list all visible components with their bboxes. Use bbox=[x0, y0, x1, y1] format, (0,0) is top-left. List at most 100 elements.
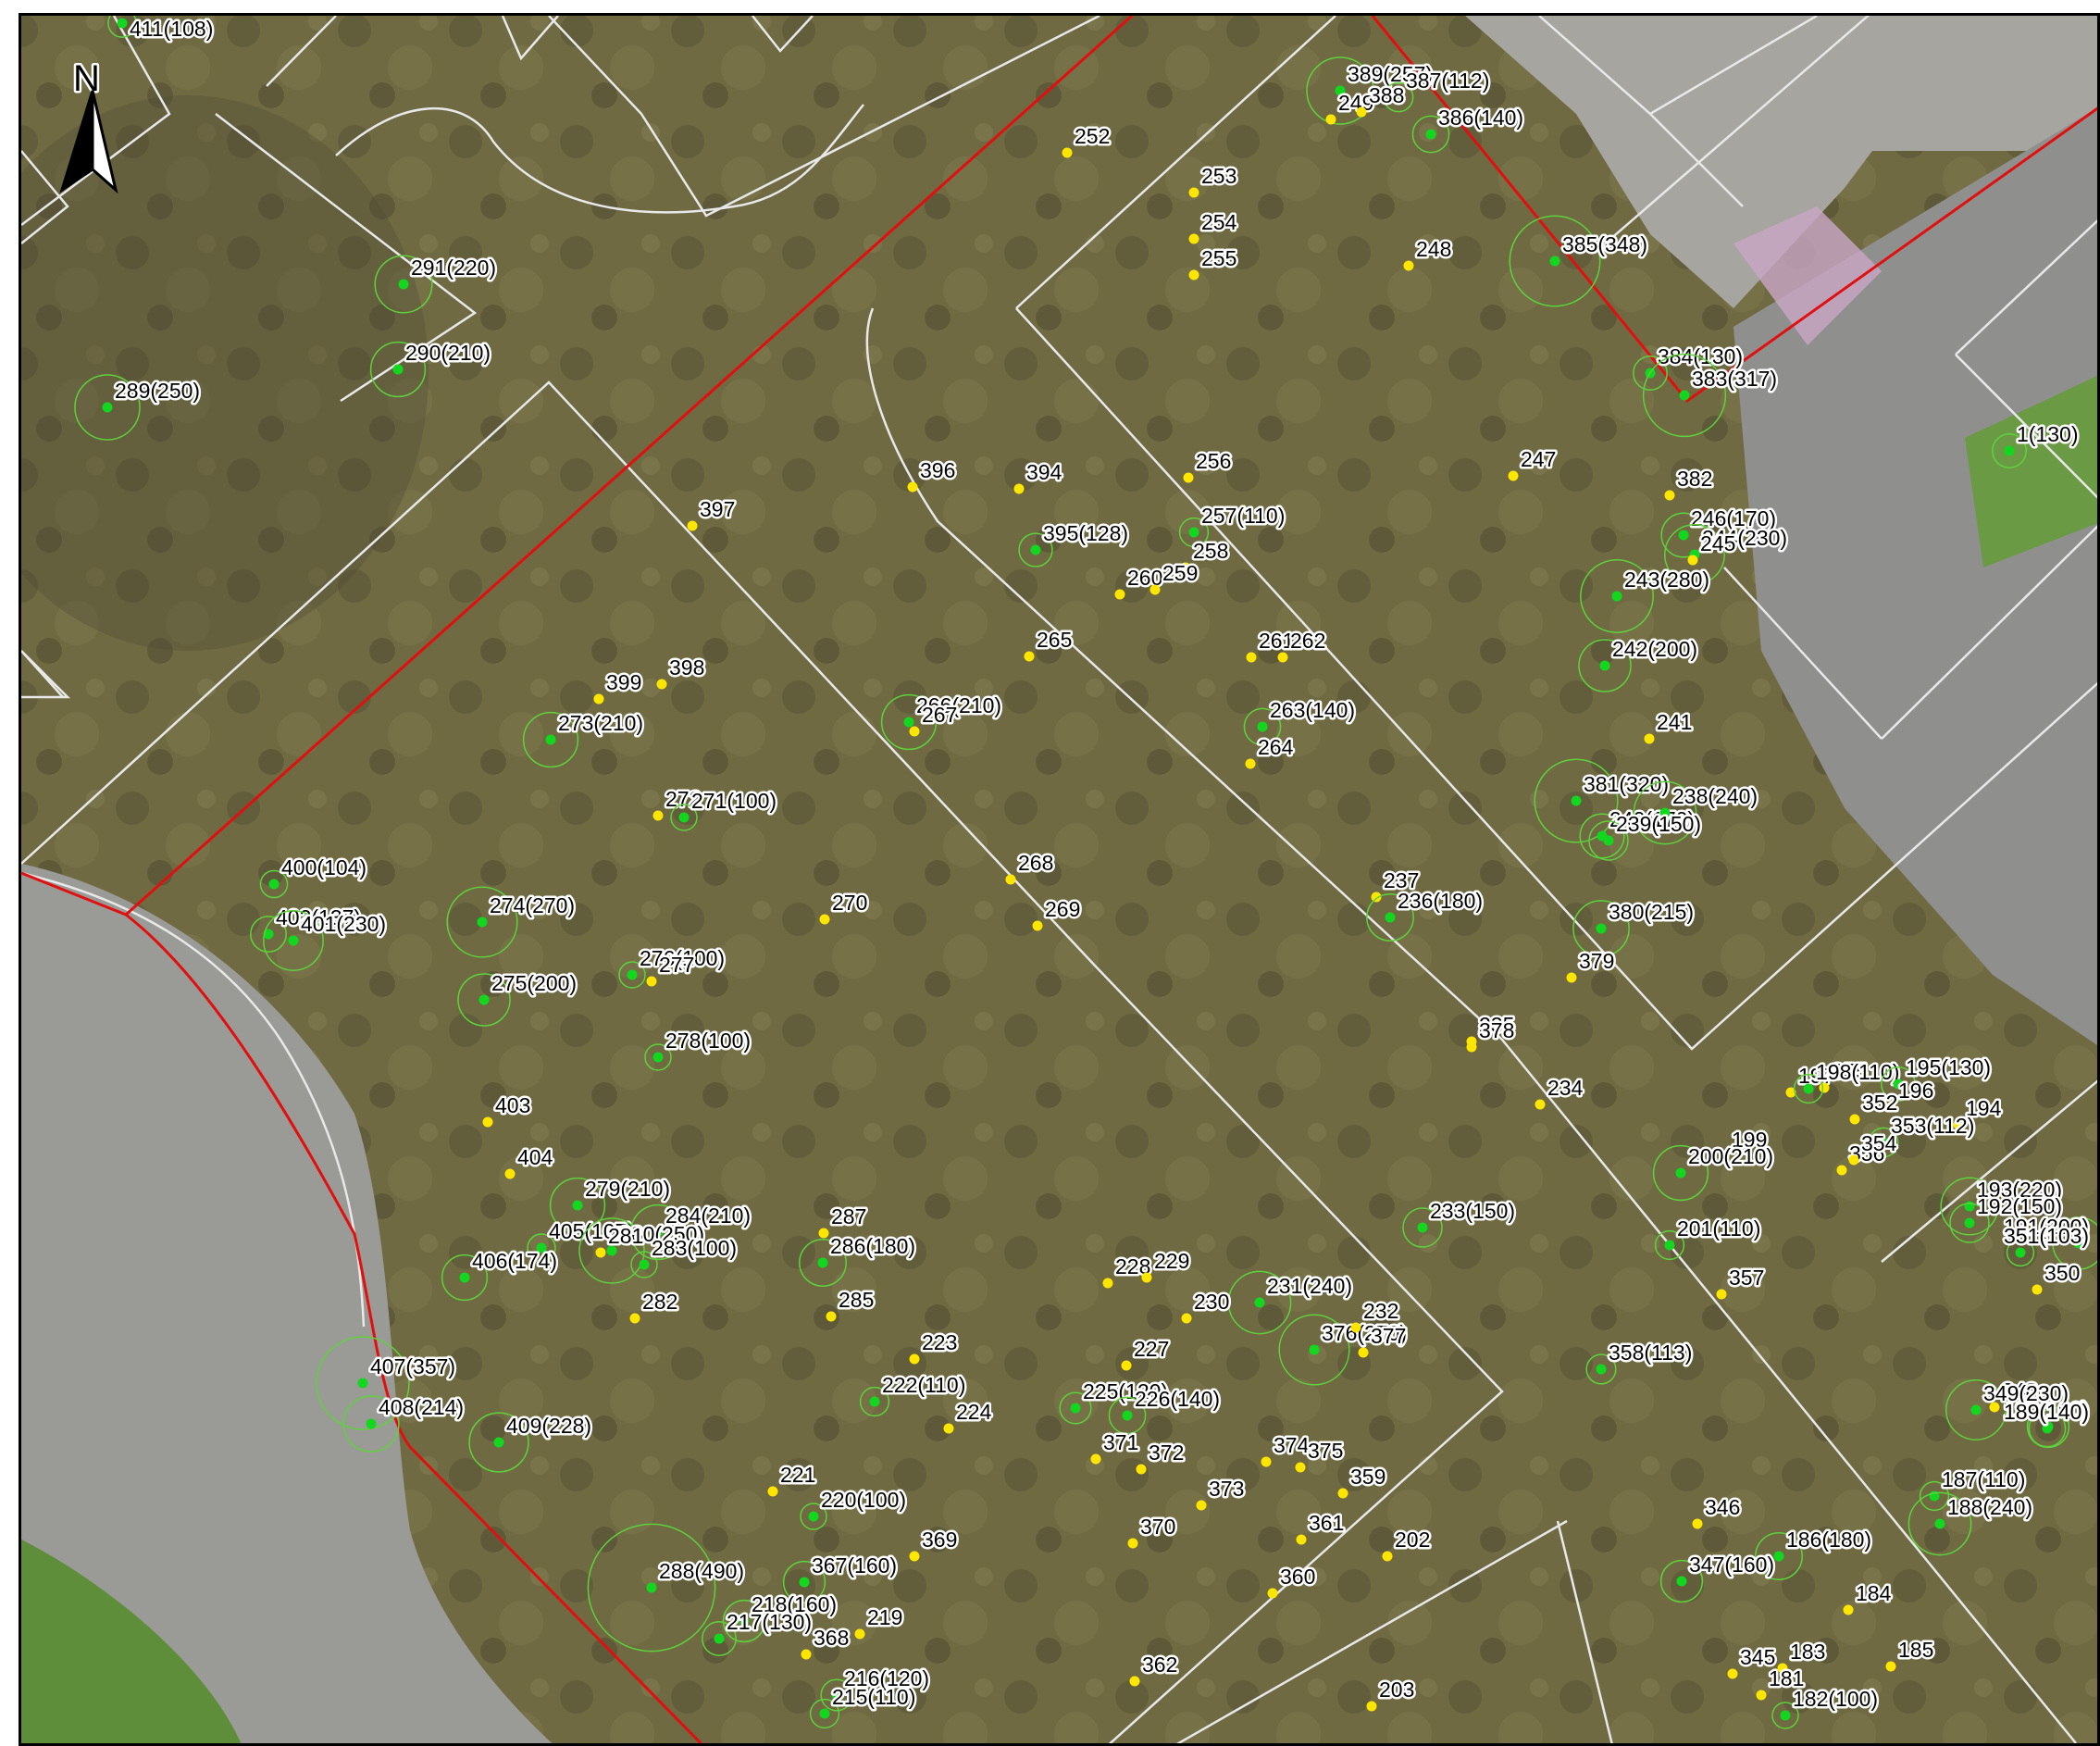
tree-marker[interactable]: 405(107) bbox=[527, 1217, 637, 1263]
survey-point-marker[interactable]: 203 bbox=[1366, 1676, 1417, 1712]
survey-point-marker[interactable]: 199 bbox=[1719, 1126, 1770, 1162]
survey-point-marker[interactable]: 183 bbox=[1777, 1638, 1828, 1674]
survey-point-marker[interactable]: 234 bbox=[1535, 1074, 1585, 1110]
survey-point-marker[interactable]: 269 bbox=[1032, 895, 1083, 931]
survey-point-marker[interactable]: 197 bbox=[1785, 1062, 1836, 1098]
tree-marker[interactable]: 288(490) bbox=[587, 1523, 747, 1652]
survey-point-marker[interactable]: 374 bbox=[1261, 1431, 1311, 1467]
survey-point-marker[interactable]: 237 bbox=[1371, 867, 1422, 903]
survey-point-marker[interactable]: 352 bbox=[1849, 1089, 1900, 1125]
survey-point-marker[interactable]: 253 bbox=[1188, 162, 1239, 198]
tree-marker[interactable]: 193(220) bbox=[1940, 1176, 2065, 1236]
tree-marker[interactable]: 406(174) bbox=[441, 1247, 560, 1302]
survey-point-marker[interactable]: 256 bbox=[1183, 447, 1234, 483]
survey-point-marker[interactable]: 270 bbox=[819, 889, 870, 925]
tree-marker[interactable]: 395(128) bbox=[1018, 519, 1131, 567]
tree-marker[interactable]: 274(270) bbox=[446, 886, 578, 958]
survey-point-marker[interactable]: 259 bbox=[1149, 559, 1200, 595]
survey-point-marker[interactable]: 249 bbox=[1325, 89, 1376, 125]
tree-marker[interactable]: 189(140) bbox=[2002, 1398, 2092, 1448]
tree-marker[interactable]: 233(150) bbox=[1402, 1197, 1518, 1248]
tree-marker[interactable]: 200(210) bbox=[1652, 1142, 1776, 1202]
tree-marker[interactable]: 187(110) bbox=[1919, 1465, 2028, 1512]
survey-point-marker[interactable]: 262 bbox=[1277, 627, 1328, 663]
survey-point-marker[interactable]: 281 bbox=[595, 1222, 646, 1258]
survey-point-marker[interactable]: 252 bbox=[1062, 122, 1112, 158]
survey-point-marker[interactable]: 382 bbox=[1664, 465, 1715, 501]
survey-point-marker[interactable]: 362 bbox=[1129, 1651, 1180, 1687]
tree-marker[interactable]: 220(100) bbox=[800, 1486, 909, 1530]
survey-point-marker[interactable]: 254 bbox=[1188, 208, 1239, 244]
survey-point-marker[interactable]: 224 bbox=[943, 1398, 994, 1434]
tree-marker[interactable]: 278(100) bbox=[644, 1027, 753, 1071]
tree-marker[interactable]: 231(240) bbox=[1227, 1270, 1355, 1335]
survey-point-marker[interactable]: 372 bbox=[1136, 1439, 1187, 1475]
survey-point-marker[interactable]: 282 bbox=[629, 1288, 680, 1324]
tree-marker[interactable]: 402(137) bbox=[250, 904, 364, 953]
survey-point-marker[interactable]: 404 bbox=[504, 1143, 555, 1179]
survey-point-marker[interactable]: 359 bbox=[1337, 1463, 1388, 1499]
survey-point-marker[interactable]: 241 bbox=[1644, 708, 1695, 744]
survey-point-marker[interactable]: 265 bbox=[1024, 626, 1075, 662]
survey-point-marker[interactable]: 268 bbox=[1005, 849, 1056, 885]
tree-marker[interactable]: 409(228) bbox=[468, 1412, 594, 1473]
tree-marker[interactable]: 383(317) bbox=[1642, 353, 1780, 438]
survey-point-marker[interactable]: 194 bbox=[1953, 1094, 2004, 1130]
survey-point-marker[interactable]: 181 bbox=[1756, 1665, 1807, 1701]
survey-point-marker[interactable]: 379 bbox=[1566, 947, 1617, 983]
tree-marker[interactable]: 242(200) bbox=[1578, 635, 1700, 692]
tree-marker[interactable]: 182(100) bbox=[1771, 1685, 1881, 1729]
survey-point-marker[interactable]: 354 bbox=[1848, 1129, 1899, 1166]
survey-point-marker[interactable]: 196 bbox=[1885, 1077, 1936, 1113]
survey-point-marker[interactable]: 267 bbox=[909, 701, 960, 737]
tree-marker[interactable]: 216(120) bbox=[820, 1665, 932, 1712]
survey-point-marker[interactable]: 258 bbox=[1180, 537, 1231, 573]
survey-point-marker[interactable]: 357 bbox=[1716, 1264, 1767, 1300]
tree-marker[interactable]: 191(200) bbox=[2002, 1213, 2100, 1270]
tree-marker[interactable]: 188(240) bbox=[1907, 1491, 2035, 1556]
survey-point-marker[interactable]: 230 bbox=[1181, 1288, 1232, 1324]
tree-marker[interactable]: 385(348) bbox=[1509, 215, 1650, 307]
survey-point-marker[interactable]: 219 bbox=[854, 1603, 905, 1640]
tree-marker[interactable]: 291(220) bbox=[374, 254, 499, 314]
survey-point-marker[interactable]: 229 bbox=[1141, 1247, 1192, 1283]
survey-point-marker[interactable]: 272 bbox=[652, 785, 703, 821]
tree-marker[interactable]: 411(108) bbox=[107, 16, 216, 44]
tree-marker[interactable]: 283(100) bbox=[630, 1234, 739, 1278]
tree-marker[interactable]: 280(250) bbox=[578, 1217, 707, 1284]
survey-point-marker[interactable]: 368 bbox=[801, 1624, 851, 1660]
tree-marker[interactable]: 380(215) bbox=[1572, 898, 1696, 957]
survey-point-marker[interactable]: 277 bbox=[646, 951, 697, 987]
tree-marker[interactable]: 349(230) bbox=[1945, 1379, 2071, 1440]
tree-marker[interactable]: 389(257) bbox=[1306, 56, 1435, 125]
survey-point-marker[interactable]: 346 bbox=[1692, 1493, 1743, 1529]
tree-marker[interactable]: 217(130) bbox=[702, 1608, 814, 1656]
survey-point-marker[interactable]: 228 bbox=[1102, 1253, 1153, 1289]
tree-marker[interactable]: 290(210) bbox=[369, 339, 493, 398]
survey-point-marker[interactable]: 375 bbox=[1295, 1437, 1346, 1473]
survey-point-marker[interactable]: 285 bbox=[826, 1286, 876, 1322]
tree-marker[interactable]: 289(250) bbox=[74, 374, 203, 441]
tree-marker[interactable]: 243(280) bbox=[1580, 559, 1712, 633]
tree-marker[interactable]: 266(210) bbox=[880, 692, 1004, 751]
survey-point-marker[interactable]: 235 bbox=[1466, 1011, 1517, 1047]
survey-point-marker[interactable]: 264 bbox=[1245, 733, 1296, 769]
tree-marker[interactable]: 1(130) bbox=[1992, 420, 2081, 468]
tree-marker[interactable]: 273(210) bbox=[522, 709, 646, 768]
survey-point-marker[interactable]: 378 bbox=[1466, 1016, 1517, 1053]
tree-marker[interactable]: 239(150) bbox=[1588, 810, 1704, 861]
tree-marker[interactable]: 347(160) bbox=[1659, 1551, 1777, 1603]
tree-marker[interactable]: 401(230) bbox=[263, 910, 389, 971]
survey-point-marker[interactable]: 221 bbox=[767, 1461, 818, 1497]
survey-point-marker[interactable]: 184 bbox=[1843, 1579, 1894, 1615]
tree-marker[interactable]: 222(110) bbox=[859, 1371, 968, 1417]
tree-marker[interactable]: 276(100) bbox=[618, 944, 727, 989]
survey-point-marker[interactable]: 261 bbox=[1246, 627, 1297, 663]
survey-point-marker[interactable]: 350 bbox=[2032, 1259, 2082, 1295]
tree-marker[interactable]: 376(270) bbox=[1278, 1314, 1410, 1386]
tree-marker[interactable]: 201(110) bbox=[1654, 1215, 1763, 1261]
tree-marker[interactable]: 275(200) bbox=[457, 969, 579, 1027]
survey-point-marker[interactable]: 360 bbox=[1267, 1563, 1318, 1599]
tree-marker[interactable]: 186(180) bbox=[1755, 1526, 1874, 1580]
tree-marker[interactable]: 263(140) bbox=[1243, 696, 1358, 746]
